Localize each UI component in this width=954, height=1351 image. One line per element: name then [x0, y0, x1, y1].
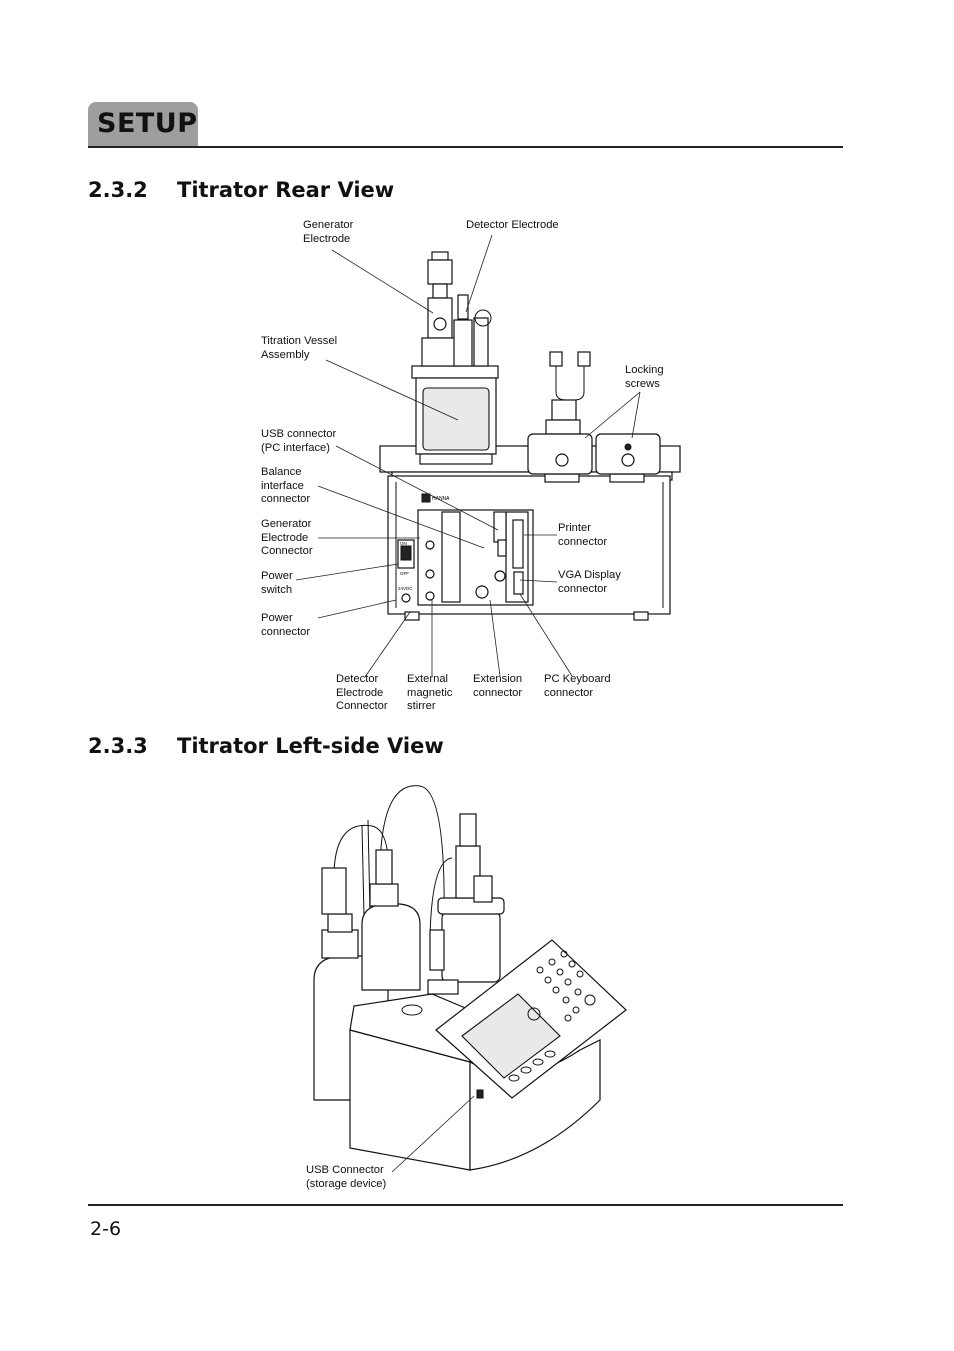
label-printer-connector: Printer connector: [558, 522, 608, 548]
label-detector-electrode: Detector Electrode: [466, 219, 559, 231]
section-tab-label: SETUP: [97, 108, 198, 139]
label-power-switch: Power switch: [261, 570, 293, 596]
rear-view-drawing: HANNA ON OFF 24VDC: [379, 251, 681, 621]
label-usb-connector-pc: USB connector (PC interface): [261, 428, 337, 454]
label-power-connector: Power connector: [261, 612, 311, 638]
label-locking-screws: Locking screws: [625, 364, 664, 390]
label-titration-vessel: Titration Vessel Assembly: [261, 335, 338, 361]
heading-left-view: 2.3.3 Titrator Left-side View: [88, 734, 444, 758]
heading-left-title: Titrator Left-side View: [177, 734, 444, 758]
label-pc-keyboard-connector: PC Keyboard connector: [544, 673, 611, 699]
heading-left-number: 2.3.3: [88, 734, 148, 758]
left-view-drawing: [313, 785, 627, 1171]
label-detector-electrode-connector: Detector Electrode Connector: [336, 673, 388, 713]
heading-rear-number: 2.3.2: [88, 178, 148, 202]
left-view-callouts: [391, 1095, 475, 1173]
heading-rear-view: 2.3.2 Titrator Rear View: [88, 178, 394, 202]
label-generator-electrode-connector: Generator Electrode Connector: [261, 518, 313, 558]
svg-text:ON: ON: [400, 541, 407, 546]
footer-rule: [88, 1204, 843, 1206]
label-vga-display-connector: VGA Display connector: [558, 569, 621, 595]
header-rule: [88, 146, 843, 148]
svg-text:OFF: OFF: [400, 571, 409, 576]
svg-text:HANNA: HANNA: [432, 496, 450, 502]
svg-text:24VDC: 24VDC: [398, 586, 413, 591]
page-number: 2-6: [90, 1218, 122, 1240]
label-extension-connector: Extension connector: [473, 673, 523, 699]
section-tab: SETUP: [88, 102, 198, 146]
heading-rear-title: Titrator Rear View: [177, 178, 395, 202]
label-balance-interface: Balance interface connector: [261, 466, 311, 506]
rear-view-callouts: [295, 234, 641, 678]
label-usb-connector-storage: USB Connector (storage device): [306, 1164, 387, 1190]
label-generator-electrode: Generator Electrode: [303, 219, 354, 245]
label-external-magnetic-stirrer: External magnetic stirrer: [407, 673, 453, 713]
